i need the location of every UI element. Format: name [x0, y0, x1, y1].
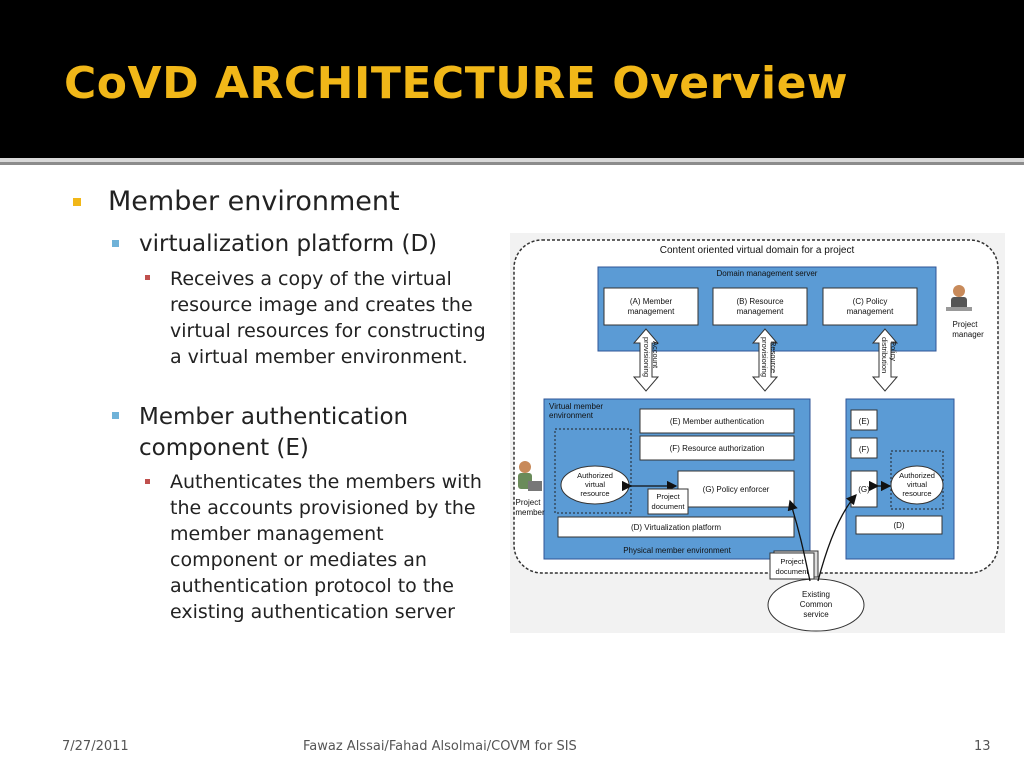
project-document-label2: document [652, 502, 686, 511]
second-vme-boundary [890, 450, 944, 510]
existing-service-label: Existing [802, 590, 830, 599]
project-manager-label2: manager [952, 330, 984, 339]
project-member-label: Project [516, 498, 542, 507]
resource-authorization-box [639, 435, 795, 461]
d-label-small: (D) [893, 521, 904, 530]
project-document-label: Project [656, 492, 680, 501]
virtualization-platform-label: (D) Virtualization platform [631, 523, 721, 532]
physical-environment-label: Physical member environment [623, 546, 731, 555]
authorized-resource-2-label2: virtual [907, 480, 927, 489]
account-provisioning-label2: provisioning [642, 337, 651, 377]
bullet-receives-copy: Receives a copy of the virtual resource … [170, 268, 486, 368]
project-manager-icon [946, 285, 972, 311]
resource-management-box [712, 287, 808, 326]
project-manager-label: Project [953, 320, 979, 329]
bullet-member-environment: Member environment [108, 186, 400, 217]
policy-management-label: (C) Policy [853, 297, 888, 306]
policy-management-box [822, 287, 918, 326]
policy-distribution-arrow: Policy distribution [871, 328, 899, 392]
footer-date: 7/27/2011 [62, 739, 129, 754]
resource-provisioning-arrow: Resource provisioning [751, 328, 779, 392]
virtual-member-environment-boundary [554, 428, 632, 514]
member-management-label2: management [628, 307, 675, 316]
authorized-resource-2-label: Authorized [899, 471, 935, 480]
f-label-small: (F) [859, 445, 870, 454]
bullet-marker-level2 [112, 412, 119, 419]
existing-service-label3: service [803, 610, 829, 619]
virtual-member-environment-label: Virtual member [549, 402, 603, 411]
title-bar: CoVD ARCHITECTURE Overview [0, 0, 1024, 158]
project-document-inner [647, 488, 689, 515]
f-box-small [850, 437, 878, 459]
virtual-member-environment-label2: environment [549, 411, 594, 420]
bullet-virtualization-platform: virtualization platform (D) [139, 231, 438, 257]
resource-authorization-label: (F) Resource authorization [670, 444, 765, 453]
authorized-resource-label3: resource [580, 489, 609, 498]
bullet-marker-level3 [145, 479, 150, 484]
member-management-box [603, 287, 699, 326]
service-to-enforcer-arrow [787, 499, 811, 582]
authorized-resource-2-label3: resource [902, 489, 931, 498]
bullet-marker-level3 [145, 275, 150, 280]
resource-management-label: (B) Resource [736, 297, 784, 306]
title-divider [0, 158, 1024, 162]
authorized-resource-label: Authorized [577, 471, 613, 480]
e-box-small [850, 409, 878, 431]
account-provisioning-arrow: Account provisioning [632, 328, 660, 392]
footer-page-number: 13 [974, 739, 991, 754]
bullet-member-authentication: Member authentication component (E) [139, 404, 409, 461]
virtualization-platform-box [557, 516, 795, 538]
d-box-small [855, 515, 943, 535]
existing-service-label2: Common [800, 600, 832, 609]
policy-distribution-label2: distribution [880, 337, 889, 373]
content-domain-label: Content oriented virtual domain for a pr… [660, 245, 855, 256]
policy-management-label2: management [847, 307, 894, 316]
member-management-label: (A) Member [630, 297, 673, 306]
member-authentication-label: (E) Member authentication [670, 417, 764, 426]
bullet-authenticates-members: Authenticates the members with the accou… [170, 471, 482, 623]
policy-enforcer-label: (G) Policy enforcer [703, 485, 770, 494]
policy-distribution-label: Policy [889, 341, 898, 361]
resource-management-label2: management [737, 307, 784, 316]
service-to-g-arrow [817, 494, 857, 582]
project-member-icon [518, 461, 542, 491]
resource-provisioning-label: Resource [769, 341, 778, 373]
domain-server-label: Domain management server [717, 269, 818, 278]
project-member-label2: member [515, 508, 545, 517]
project-document-outer-label: Project [780, 557, 804, 566]
member-authentication-box [639, 408, 795, 434]
resource-provisioning-label2: provisioning [760, 337, 769, 377]
covd-architecture-diagram: Content oriented virtual domain for a pr… [510, 233, 1005, 633]
project-document-outer-label2: document [776, 567, 810, 576]
authorized-resource-label2: virtual [585, 480, 605, 489]
footer-authors: Fawaz Alssai/Fahad Alsolmai/COVM for SIS [303, 739, 577, 754]
bullet-marker-level2 [112, 240, 119, 247]
account-provisioning-label: Account [651, 341, 660, 369]
g-label-small: (G) [858, 485, 870, 494]
existing-common-service [767, 578, 865, 632]
slide-title: CoVD ARCHITECTURE Overview [64, 58, 849, 109]
e-label-small: (E) [859, 417, 870, 426]
title-divider-shadow [0, 162, 1024, 165]
bullet-marker-level1 [73, 198, 81, 206]
